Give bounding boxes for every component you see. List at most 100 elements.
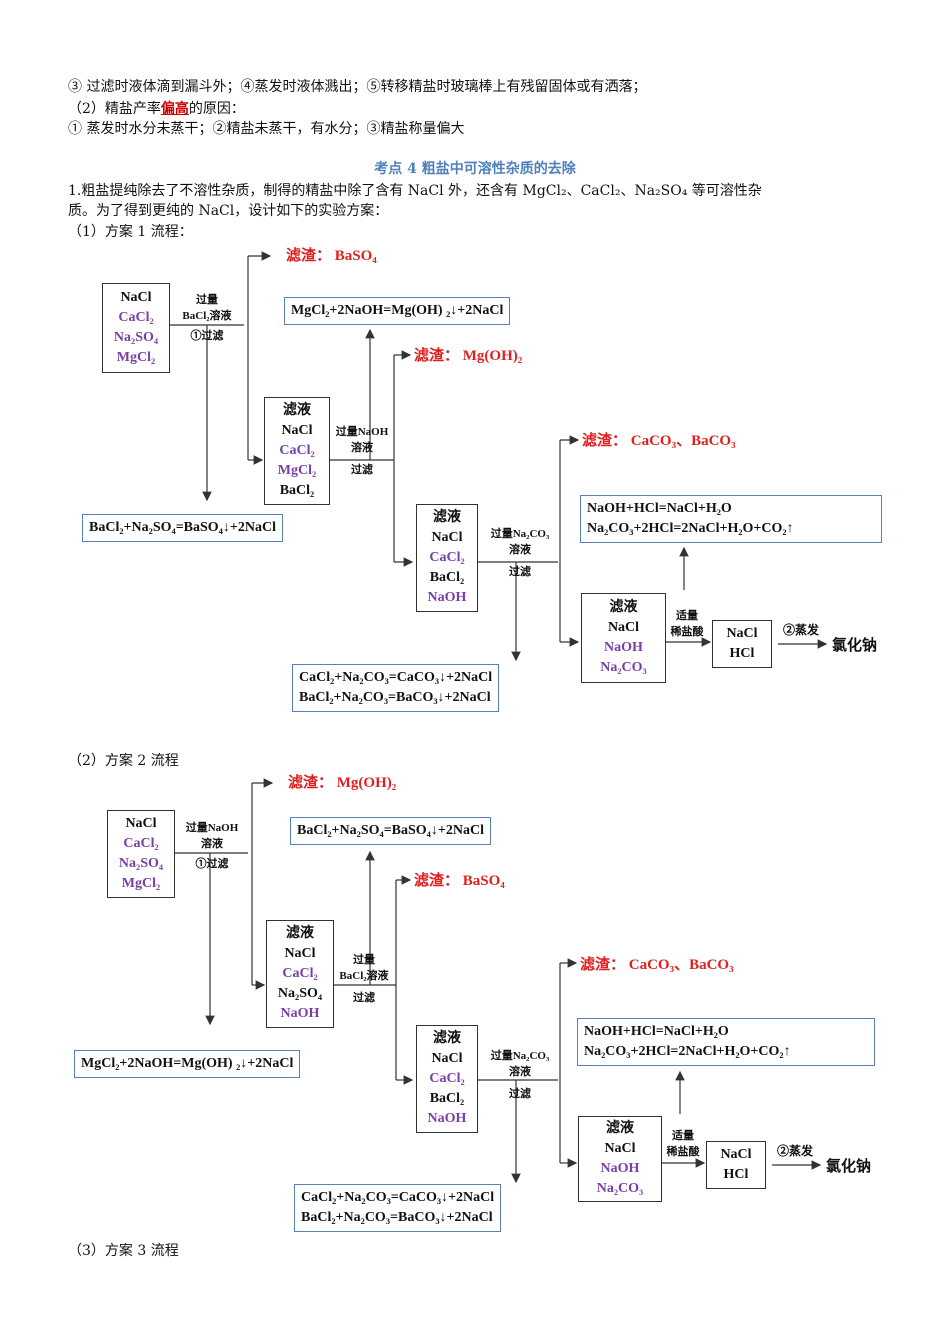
s2-step3-label-1: 溶液 [509,1066,531,1078]
s1-start-1: CaCl₂ [118,310,154,325]
s2-step4-reagent: 适量 稀盐酸 [660,1128,706,1160]
s2-product-0: NaCl [720,1147,752,1162]
scheme2-title: （2）方案 2 流程 [68,753,179,769]
s2-product-box: NaCl HCl [706,1141,766,1189]
s2-residue-3: 滤渣： CaCO₃、BaCO₃ [580,957,734,973]
s1-f1-0: 滤液 [283,403,311,418]
s2-product-1: HCl [723,1167,749,1182]
paragraph-line-2: 质。为了得到更纯的 NaCl，设计如下的实验方案： [68,203,389,219]
s1-step4-label-0: 适量 [676,610,698,622]
s1-eq-3b: BaCl₂+Na₂CO₃=BaCO₃↓+2NaCl [299,690,491,705]
section-heading: 考点 4 粗盐中可溶性杂质的去除 [374,161,576,177]
s2-residue-1: 滤渣： Mg(OH)₂ [288,775,397,791]
s1-f3-2: NaOH [604,640,643,655]
s2-eq-1: MgCl₂+2NaOH=Mg(OH) ₂↓+2NaCl [74,1050,301,1078]
s1-eq-3a: CaCl₂+Na₂CO₃=CaCO₃↓+2NaCl [299,670,493,685]
s2-start-1: CaCl₂ [123,836,159,851]
s1-step1-label-1: BaCl₂溶液 [182,310,232,322]
s1-residue-3: 滤渣： CaCO₃、BaCO₃ [582,433,736,449]
s2-step2-label-2: 过滤 [353,992,375,1004]
s1-residue-2: 滤渣： Mg(OH)₂ [414,348,523,364]
s2-f2-2: CaCl₂ [429,1071,465,1086]
intro-line-2-highlight: 偏高 [160,101,189,117]
s2-step4-label-0: 适量 [672,1130,694,1142]
intro-line-2: （2）精盐产率偏高的原因： [68,98,245,118]
s1-step5: ②蒸发 [782,623,819,637]
s2-f1-1: NaCl [284,946,316,961]
s1-f1-1: NaCl [281,423,313,438]
s2-eq-4b: Na₂CO₃+2HCl=2NaCl+H₂O+CO₂↑ [584,1044,791,1059]
s1-step2-label-1: 溶液 [351,442,373,454]
s2-step1-reagent: 过量NaOH 溶液 ①过滤 [176,820,248,872]
s1-filtrate-1-box: 滤液 NaCl CaCl₂ MgCl₂ BaCl₂ [264,397,330,505]
s1-residue-1: 滤渣： BaSO₄ [286,248,377,264]
s2-f1-2: CaCl₂ [282,966,318,981]
s2-step3-label-0: 过量Na₂CO₃ [490,1050,550,1062]
s1-step1-label-2: ①过滤 [190,330,224,342]
intro-line-2-suffix: 的原因： [188,101,245,117]
s1-step3-reagent: 过量Na₂CO₃ 溶液 过滤 [480,526,560,580]
intro-line-3: ① 蒸发时水分未蒸干；②精盐未蒸干，有水分；③精盐称量偏大 [68,121,465,137]
s2-start-2: Na₂SO₄ [118,856,164,871]
s1-filtrate-2-box: 滤液 NaCl CaCl₂ BaCl₂ NaOH [416,504,478,612]
s1-step2-label-2: 过滤 [351,464,373,476]
s2-eq-4a: NaOH+HCl=NaCl+H₂O [584,1024,729,1039]
s2-start-3: MgCl₂ [121,876,161,891]
s2-step3-label-2: 过滤 [509,1088,531,1100]
s2-f3-0: 滤液 [606,1121,634,1136]
s2-f3-3: Na₂CO₃ [596,1181,644,1196]
s1-eq-4a: NaOH+HCl=NaCl+H₂O [587,501,732,516]
s2-eq-3: CaCl₂+Na₂CO₃=CaCO₃↓+2NaCl BaCl₂+Na₂CO₃=B… [294,1184,502,1232]
s1-f2-3: BaCl₂ [429,570,465,585]
s1-product-1: HCl [729,646,755,661]
s2-step2-label-0: 过量 [353,954,375,966]
s1-step3-label-2: 过滤 [509,566,531,578]
s1-step4-reagent: 适量 稀盐酸 [664,608,710,640]
s1-step1-reagent: 过量 BaCl₂溶液 ①过滤 [172,292,242,344]
s2-final-product: 氯化钠 [826,1158,872,1175]
s2-residue-2: 滤渣： BaSO₄ [414,873,505,889]
s2-step2-reagent: 过量 BaCl₂溶液 过滤 [332,952,396,1006]
s2-f2-1: NaCl [431,1051,463,1066]
s1-step1-label-0: 过量 [196,294,218,306]
s2-f2-4: NaOH [427,1111,467,1126]
intro-line-1: ③ 过滤时液体滴到漏斗外；④蒸发时液体溅出；⑤转移精盐时玻璃棒上有残留固体或有洒… [68,79,647,95]
s2-step1-label-1: 溶液 [201,838,223,850]
s2-filtrate-2-box: 滤液 NaCl CaCl₂ BaCl₂ NaOH [416,1025,478,1133]
s2-filtrate-1-box: 滤液 NaCl CaCl₂ Na₂SO₄ NaOH [266,920,334,1028]
s2-f1-4: NaOH [280,1006,320,1021]
scheme1-title: （1）方案 1 流程： [68,224,193,240]
s1-start-2: Na₂SO₄ [113,330,159,345]
s2-f2-3: BaCl₂ [429,1091,465,1106]
s2-eq-4: NaOH+HCl=NaCl+H₂O Na₂CO₃+2HCl=2NaCl+H₂O+… [577,1018,875,1066]
s1-final-product: 氯化钠 [832,637,878,654]
s2-step4-label-1: 稀盐酸 [666,1146,700,1158]
s1-product-box: NaCl HCl [712,620,772,668]
s2-step1-label-0: 过量NaOH [185,822,239,834]
s1-f3-3: Na₂CO₃ [600,660,647,675]
s2-filtrate-3-box: 滤液 NaCl NaOH Na₂CO₃ [578,1116,662,1202]
s2-f3-2: NaOH [600,1161,640,1176]
s1-eq-4b: Na₂CO₃+2HCl=2NaCl+H₂O+CO₂↑ [587,521,794,536]
s1-f2-4: NaOH [427,590,467,605]
s1-step2-label-0: 过量NaOH [335,426,389,438]
s1-f2-1: NaCl [431,530,463,545]
scheme3-title: （3）方案 3 流程 [68,1243,179,1259]
s2-eq-3a: CaCl₂+Na₂CO₃=CaCO₃↓+2NaCl [301,1190,495,1205]
s1-filtrate-3-box: 滤液 NaCl NaOH Na₂CO₃ [581,593,666,683]
s2-start-0: NaCl [125,816,157,831]
paragraph-line-1: 1.粗盐提纯除去了不溶性杂质，制得的精盐中除了含有 NaCl 外，还含有 MgC… [68,183,762,199]
s1-f2-2: CaCl₂ [429,550,465,565]
s2-eq-3b: BaCl₂+Na₂CO₃=BaCO₃↓+2NaCl [301,1210,493,1225]
s2-f2-0: 滤液 [433,1031,461,1046]
s1-f3-0: 滤液 [609,600,638,615]
s1-eq-1: BaCl₂+Na₂SO₄=BaSO₄↓+2NaCl [82,514,283,542]
s2-f1-0: 滤液 [286,926,314,941]
s1-step2-reagent: 过量NaOH 溶液 过滤 [330,424,394,478]
s2-step5: ②蒸发 [776,1144,813,1158]
s1-eq-4: NaOH+HCl=NaCl+H₂O Na₂CO₃+2HCl=2NaCl+H₂O+… [580,495,882,543]
s1-start-3: MgCl₂ [116,350,156,365]
s2-step1-label-2: ①过滤 [195,858,229,870]
s2-step2-label-1: BaCl₂溶液 [339,970,389,982]
